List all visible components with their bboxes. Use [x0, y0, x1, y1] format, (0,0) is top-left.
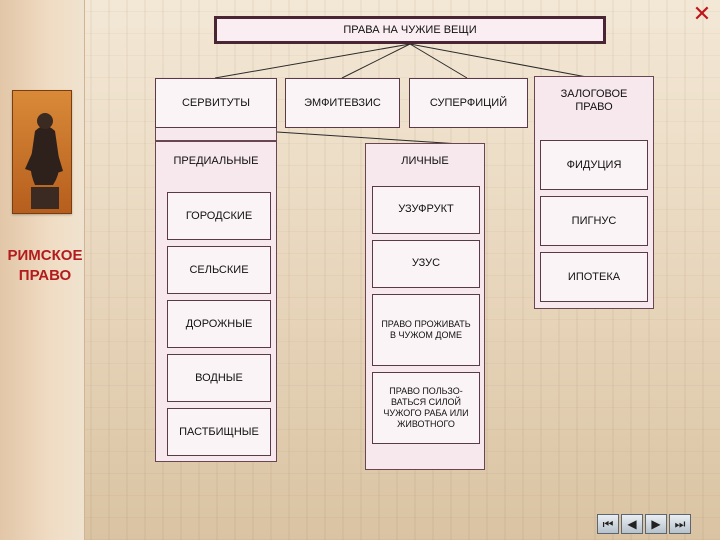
superficies-box: СУПЕРФИЦИЙ [409, 78, 528, 128]
arrow-right-icon: ▶ [651, 517, 661, 531]
usufruct-label: УЗУФРУКТ [398, 203, 454, 215]
usufruct-box: УЗУФРУКТ [372, 186, 480, 234]
rural-servitudes-label: СЕЛЬСКИЕ [189, 263, 249, 276]
operae-box: ПРАВО ПОЛЬЗО-ВАТЬСЯ СИЛОЙ ЧУЖОГО РАБА ИЛ… [372, 372, 480, 444]
urban-servitudes-box: ГОРОДСКИЕ [167, 192, 271, 240]
main-title: ПРАВА НА ЧУЖИЕ ВЕЩИ [214, 16, 606, 44]
road-servitudes-box: ДОРОЖНЫЕ [167, 300, 271, 348]
habitatio-label: ПРАВО ПРОЖИВАТЬ В ЧУЖОМ ДОМЕ [381, 319, 471, 340]
pasture-servitudes-label: ПАСТБИЩНЫЕ [179, 425, 259, 438]
skip-forward-icon: ⏭ [674, 517, 686, 531]
pasture-servitudes-box: ПАСТБИЩНЫЕ [167, 408, 271, 456]
water-servitudes-label: ВОДНЫЕ [195, 371, 243, 384]
pignus-box: ПИГНУС [540, 196, 648, 246]
superficies-label: СУПЕРФИЦИЙ [429, 96, 508, 109]
last-slide-button[interactable]: ⏭ [669, 514, 691, 534]
previous-slide-button[interactable]: ◀ [621, 514, 643, 534]
statue-portrait [12, 90, 72, 214]
fiducia-label: ФИДУЦИЯ [566, 158, 622, 171]
predial-label: ПРЕДИАЛЬНЫЕ [173, 155, 259, 167]
arrow-left-icon: ◀ [627, 517, 637, 531]
fiducia-box: ФИДУЦИЯ [540, 140, 648, 190]
slide-navigation: ⏮ ◀ ▶ ⏭ [597, 514, 691, 534]
close-icon[interactable]: ✕ [692, 1, 712, 26]
servitudes-box: СЕРВИТУТЫ [155, 78, 277, 128]
emphyteusis-box: ЭМФИТЕВЗИС [285, 78, 400, 128]
water-servitudes-box: ВОДНЫЕ [167, 354, 271, 402]
usus-box: УЗУС [372, 240, 480, 288]
statue-icon [25, 113, 63, 209]
servitudes-label: СЕРВИТУТЫ [181, 96, 251, 109]
rural-servitudes-box: СЕЛЬСКИЕ [167, 246, 271, 294]
side-title: РИМСКОЕ ПРАВО [7, 247, 83, 284]
personal-label: ЛИЧНЫЕ [401, 155, 449, 167]
hypotheca-box: ИПОТЕКА [540, 252, 648, 302]
next-slide-button[interactable]: ▶ [645, 514, 667, 534]
skip-back-icon: ⏮ [602, 517, 614, 531]
usus-label: УЗУС [411, 257, 441, 269]
habitatio-box: ПРАВО ПРОЖИВАТЬ В ЧУЖОМ ДОМЕ [372, 294, 480, 366]
urban-servitudes-label: ГОРОДСКИЕ [185, 209, 253, 222]
road-servitudes-label: ДОРОЖНЫЕ [185, 317, 253, 330]
pignus-label: ПИГНУС [571, 214, 617, 227]
hypotheca-label: ИПОТЕКА [567, 270, 621, 283]
operae-label: ПРАВО ПОЛЬЗО-ВАТЬСЯ СИЛОЙ ЧУЖОГО РАБА ИЛ… [383, 386, 469, 429]
emphyteusis-label: ЭМФИТЕВЗИС [304, 96, 381, 109]
first-slide-button[interactable]: ⏮ [597, 514, 619, 534]
pledge-label: ЗАЛОГОВОЕ ПРАВО [560, 88, 628, 113]
